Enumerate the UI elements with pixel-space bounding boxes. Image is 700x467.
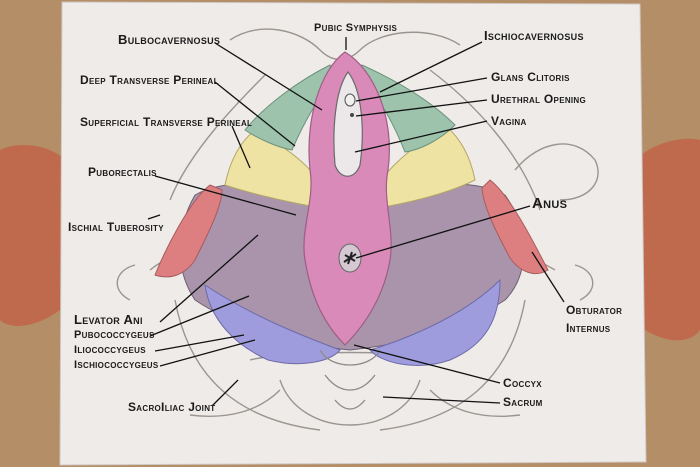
label-iliococcygeus: Iliococcygeus bbox=[74, 344, 146, 356]
sacrum-sketch bbox=[319, 349, 381, 410]
deep-transverse-left bbox=[224, 129, 336, 211]
label-obturator: Obturator bbox=[566, 303, 623, 317]
leader-lines bbox=[147, 37, 565, 407]
label-puborectalis: Puborectalis bbox=[88, 165, 157, 179]
label-superficial-transverse-perineal: Superficial Transverse Perineal bbox=[80, 115, 253, 129]
right-hand bbox=[632, 138, 700, 341]
label-bulbocavernosus: Bulbocavernosus bbox=[118, 32, 221, 47]
anus-center bbox=[343, 251, 357, 265]
label-pubococcygeus: Pubococcygeus bbox=[74, 329, 155, 341]
ischiococcygeus-right bbox=[369, 278, 501, 366]
label-internus: Internus bbox=[566, 321, 611, 335]
label-glans-clitoris: Glans Clitoris bbox=[491, 70, 570, 84]
label-pubic-symphysis: Pubic Symphysis bbox=[314, 22, 398, 34]
glans-clitoris-shape bbox=[344, 93, 356, 107]
label-coccyx: Coccyx bbox=[503, 376, 542, 390]
obturator-left bbox=[154, 184, 223, 278]
label-urethral-opening: Urethral Opening bbox=[491, 92, 587, 106]
deep-transverse-right bbox=[364, 124, 476, 211]
label-vagina: Vagina bbox=[491, 114, 527, 128]
left-hand bbox=[0, 145, 72, 326]
label-sacroiliac-joint: SacroIliac Joint bbox=[128, 400, 216, 414]
label-levator-ani: Levator Ani bbox=[74, 312, 143, 327]
obturator-right bbox=[481, 179, 549, 274]
label-deep-transverse-perineal: Deep Transverse Perineal bbox=[80, 73, 219, 87]
label-sacrum: Sacrum bbox=[503, 395, 543, 409]
label-ischial-tuberosity: Ischial Tuberosity bbox=[68, 220, 164, 234]
label-ischiocavernosus: Ischiocavernosus bbox=[484, 28, 584, 43]
ischiococcygeus-left bbox=[204, 283, 341, 365]
urethral-opening-shape bbox=[350, 113, 354, 117]
label-ischiococcygeus: Ischiococcygeus bbox=[74, 359, 159, 371]
bulbocavernosus-muscle bbox=[303, 51, 392, 346]
label-anus: Anus bbox=[532, 195, 568, 212]
